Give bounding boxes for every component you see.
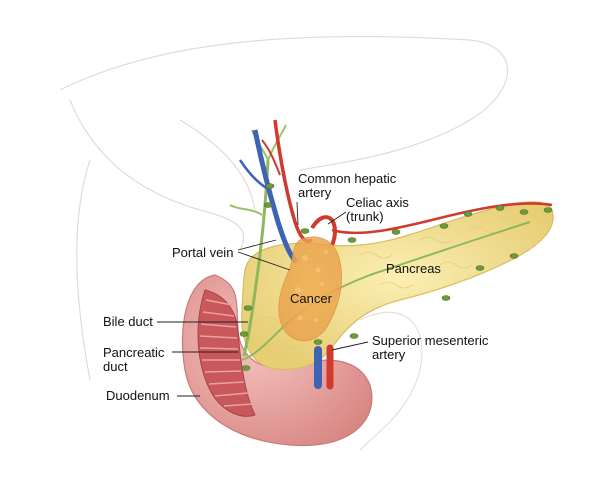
portal-vein — [252, 129, 298, 264]
label-duodenum: Duodenum — [106, 388, 170, 403]
label-bile-duct: Bile duct — [103, 314, 153, 329]
lymph-nodes — [239, 183, 553, 371]
superior-mesenteric-vessels — [314, 344, 334, 390]
label-superior-mesenteric-artery: Superior mesenteric artery — [372, 333, 489, 362]
label-celiac-axis: Celiac axis (trunk) — [346, 195, 409, 224]
label-common-hepatic-artery: Common hepatic artery — [298, 171, 397, 200]
label-pancreatic-duct: Pancreatic duct — [103, 345, 165, 374]
stomach-outline — [359, 311, 423, 451]
leader-common-hepatic-artery — [296, 201, 299, 226]
cancer-tumor — [278, 236, 343, 342]
label-pancreas: Pancreas — [386, 261, 441, 276]
bile-duct — [242, 159, 270, 357]
leader-superior-mesenteric-artery — [331, 341, 369, 351]
label-cancer: Cancer — [290, 291, 332, 306]
leader-celiac-axis — [327, 211, 347, 225]
splenic-artery — [331, 202, 553, 235]
liver-outline — [59, 35, 508, 381]
celiac-axis — [310, 215, 337, 246]
leader-portal-vein — [237, 239, 291, 271]
label-portal-vein: Portal vein — [172, 245, 234, 260]
duodenum — [181, 274, 373, 447]
leader-lines — [157, 201, 369, 397]
